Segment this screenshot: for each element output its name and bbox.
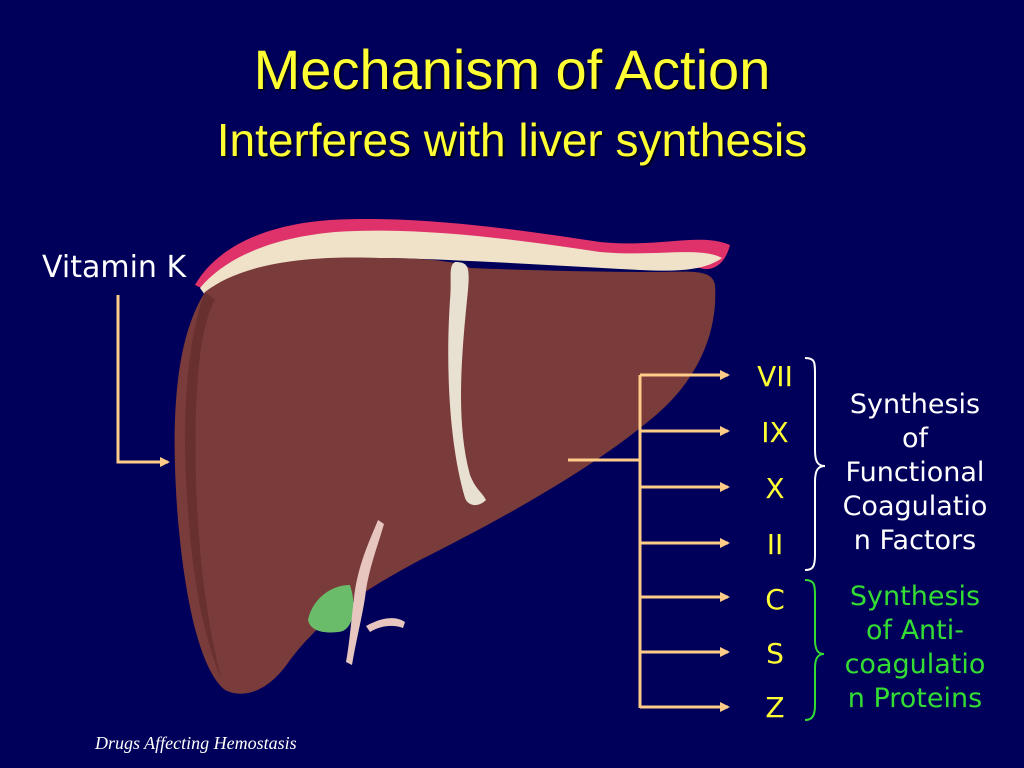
factor-arrows	[640, 370, 730, 712]
factor-ii-label: II	[766, 528, 784, 561]
factor-vii-label: VII	[757, 360, 793, 393]
bile-duct	[346, 520, 384, 665]
factor-x-label: X	[765, 472, 785, 505]
slide-subtitle: Interferes with liver synthesis	[216, 114, 808, 166]
functional-factors-label: Synthesis of Functional Coagulatio n Fac…	[842, 389, 988, 556]
liver-body	[174, 257, 716, 694]
liver-surface	[200, 230, 722, 295]
slide-footer: Drugs Affecting Hemostasis	[95, 733, 297, 753]
anticoagulant-proteins-label: Synthesis of Anti- coagulatio n Proteins	[844, 581, 986, 714]
vitamin-k-arrow	[116, 295, 170, 467]
slide-title: Mechanism of Action	[253, 38, 771, 101]
liver-shade	[184, 292, 222, 680]
hepatic-duct	[366, 618, 405, 632]
vitamin-k-label: Vitamin K	[42, 250, 187, 285]
factor-ix-label: IX	[761, 416, 789, 449]
functional-brace	[804, 357, 826, 571]
protein-z-label: Z	[765, 691, 785, 724]
gallbladder	[308, 585, 354, 633]
falciform-ligament	[448, 262, 486, 506]
protein-c-label: C	[765, 583, 785, 616]
anticoagulant-brace	[804, 579, 825, 721]
protein-s-label: S	[766, 637, 784, 670]
